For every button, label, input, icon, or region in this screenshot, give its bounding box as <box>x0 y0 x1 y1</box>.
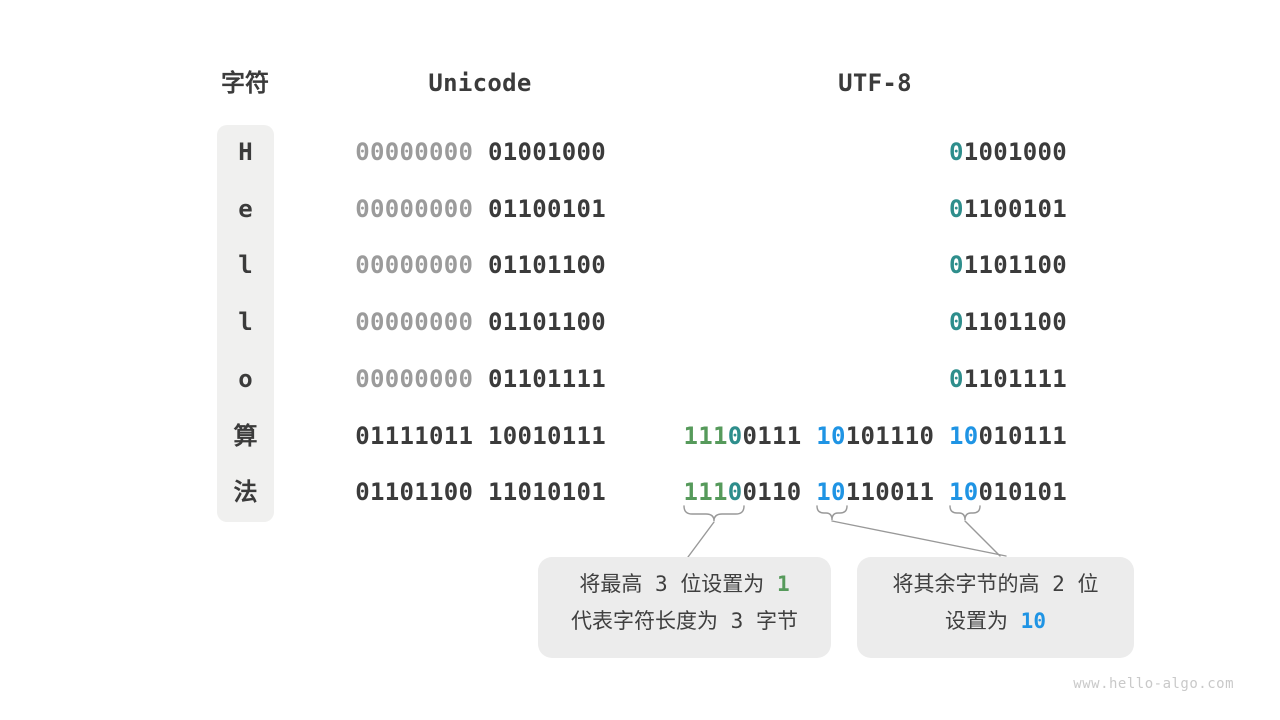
text-segment: 01111011 <box>355 421 474 450</box>
text-segment: 111 <box>683 421 728 450</box>
text-segment: 3 <box>642 572 681 596</box>
underbrace-first-byte <box>683 505 745 522</box>
connector-line-right <box>964 520 1001 557</box>
utf8-binary: 11100111 10101110 10010111 <box>640 421 1067 451</box>
utf8-binary: 01101100 <box>640 250 1067 280</box>
text-segment: 010111 <box>978 421 1067 450</box>
unicode-binary: 00000000 01001000 <box>300 137 606 167</box>
unicode-binary: 00000000 01101100 <box>300 250 606 280</box>
unicode-binary: 01111011 10010111 <box>300 421 606 451</box>
connector-line-left <box>687 521 715 558</box>
unicode-binary: 00000000 01101100 <box>300 307 606 337</box>
text-segment: 00000000 <box>355 364 474 393</box>
text-segment: 00000000 <box>355 251 474 280</box>
text-segment: 0 <box>949 308 964 337</box>
text-segment: 01001000 <box>488 138 606 166</box>
unicode-binary: 00000000 01100101 <box>300 194 606 224</box>
callout-line: 将其余字节的高 2 位 <box>857 566 1134 603</box>
text-segment: 2 <box>1039 572 1078 596</box>
callout-continuation-bits: 将其余字节的高 2 位设置为 10 <box>857 557 1134 658</box>
text-segment: 0110 <box>742 478 802 507</box>
text-segment: 1101100 <box>963 308 1067 337</box>
text-segment: 10 <box>816 421 846 450</box>
text-segment: 110011 <box>845 478 935 507</box>
utf8-binary: 01101111 <box>640 364 1067 394</box>
text-segment: 0 <box>949 194 964 223</box>
text-segment: 01100101 <box>488 194 606 223</box>
unicode-binary: 01101100 11010101 <box>300 477 606 507</box>
text-segment: 设置为 <box>945 609 1009 633</box>
underbrace-second-byte-prefix <box>816 505 848 521</box>
text-segment: 0 <box>949 364 964 393</box>
text-segment: 0 <box>727 421 743 450</box>
text-segment: 1101111 <box>963 364 1067 393</box>
text-segment: 111 <box>683 478 728 507</box>
utf8-binary: 01001000 <box>640 137 1067 167</box>
character-cell: l <box>238 251 253 280</box>
column-header-unicode: Unicode <box>428 69 532 97</box>
callout-line: 设置为 10 <box>857 603 1134 640</box>
character-cell: o <box>238 364 253 393</box>
text-segment: 00000000 <box>355 194 474 223</box>
character-cell: e <box>238 194 253 223</box>
utf8-binary: 11100110 10110011 10010101 <box>640 477 1067 507</box>
text-segment: 10 <box>1008 609 1046 633</box>
watermark: www.hello-algo.com <box>1073 676 1234 692</box>
unicode-binary: 00000000 01101111 <box>300 364 606 394</box>
text-segment: 代表字符长度为 <box>571 609 719 633</box>
text-segment: 将其余字节的高 <box>892 572 1040 596</box>
callout-line: 将最高 3 位设置为 1 <box>538 566 831 603</box>
text-segment: 00000000 <box>355 308 474 337</box>
text-segment: 01101100 <box>355 478 474 507</box>
text-segment: 1101100 <box>963 251 1067 280</box>
connector-line-middle <box>831 520 1007 557</box>
text-segment: 3 <box>718 609 756 633</box>
text-segment: 10 <box>949 478 979 507</box>
underbrace-third-byte-prefix <box>949 505 981 521</box>
text-segment: 10 <box>949 421 979 450</box>
text-segment: 10010111 <box>488 421 606 450</box>
text-segment: 1 <box>764 572 790 596</box>
text-segment: 位设置为 <box>680 572 765 596</box>
text-segment: 10 <box>816 478 846 507</box>
text-segment: 字节 <box>755 609 798 633</box>
text-segment: 将最高 <box>579 572 643 596</box>
utf8-binary: 01101100 <box>640 307 1067 337</box>
text-segment: 1001000 <box>963 138 1067 166</box>
column-header-character: 字符 <box>221 69 269 97</box>
utf8-binary: 01100101 <box>640 194 1067 224</box>
character-cell: 算 <box>233 421 258 450</box>
text-segment: 010101 <box>978 478 1067 507</box>
character-column-background <box>217 125 274 522</box>
text-segment: 0 <box>949 138 964 166</box>
text-segment: 1100101 <box>963 194 1067 223</box>
text-segment: 位 <box>1077 572 1099 596</box>
character-cell: l <box>238 308 253 337</box>
column-header-utf8: UTF-8 <box>838 69 912 97</box>
text-segment: 0 <box>727 478 743 507</box>
character-cell: 法 <box>233 478 258 507</box>
text-segment: 00000000 <box>355 138 474 166</box>
text-segment: 0 <box>949 251 964 280</box>
character-cell: H <box>238 138 253 166</box>
text-segment: 11010101 <box>488 478 606 507</box>
text-segment: 01101100 <box>488 308 606 337</box>
text-segment: 101110 <box>845 421 935 450</box>
text-segment: 01101111 <box>488 364 606 393</box>
text-segment: 01101100 <box>488 251 606 280</box>
text-segment: 0111 <box>742 421 802 450</box>
callout-line: 代表字符长度为 3 字节 <box>538 603 831 640</box>
